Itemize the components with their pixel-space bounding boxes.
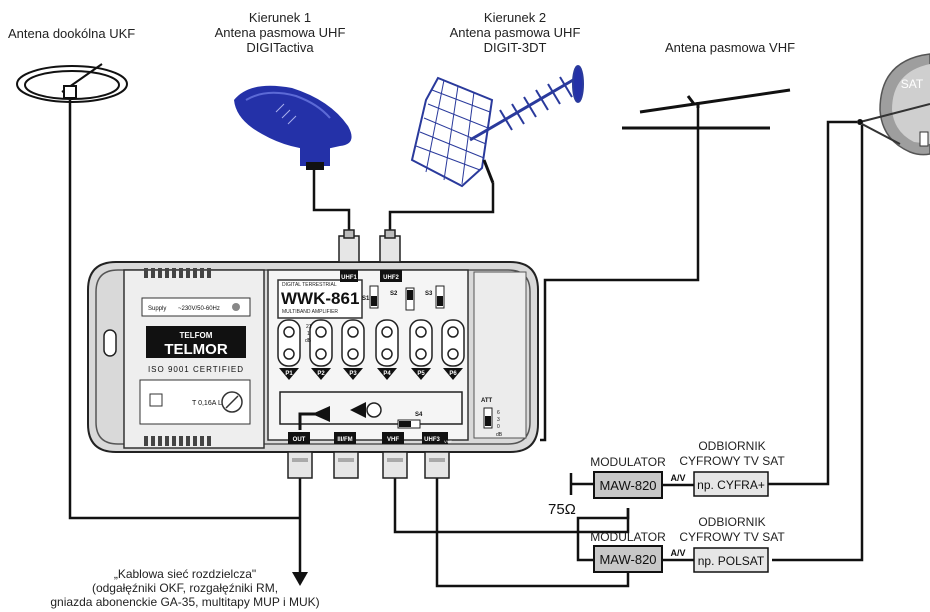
att-6: 6 [497, 410, 500, 416]
sat-label: SAT [901, 77, 924, 91]
connectors [287, 229, 450, 479]
receiver-1-title-2: CYFROWY TV SAT [679, 454, 785, 468]
amp-supply-value: ~230V/50-60Hz [178, 306, 220, 312]
switch-s3: S3 [425, 291, 433, 297]
att-0: 0 [497, 424, 500, 430]
cable-uhf2 [388, 183, 495, 236]
amp-subtitle: MULTIBAND AMPLIFIER [282, 309, 338, 315]
att-label: ATT [481, 398, 493, 404]
switch-s2: S2 [390, 291, 398, 297]
gain-mark-unit: dB [305, 338, 312, 344]
uhf1-antenna-icon [234, 85, 352, 170]
cable-network-line-1: „Kablowa sieć rozdzielcza" [114, 567, 256, 581]
amp-model: WWK-861 [281, 289, 359, 308]
pot-p3: P3 [349, 371, 357, 377]
output-uhf3: UHF3 [424, 437, 440, 443]
modulator-2 [593, 545, 663, 573]
amp-brand-small: TELFOM [180, 331, 213, 340]
cable-vhf-out [393, 478, 630, 534]
modulator-1-av: A/V [670, 473, 685, 483]
cable-vhf [540, 102, 700, 442]
vhf-antenna-label: Antena pasmowa VHF [665, 40, 795, 55]
cable-mod-chain [576, 508, 630, 562]
cable-network-line-3: gniazda abonenckie GA-35, multitapy MUP … [50, 595, 319, 609]
cable-uhf1 [312, 168, 351, 236]
amp-top-caption: DIGITAL TERRESTRIAL [282, 282, 337, 288]
pot-p6: P6 [449, 371, 457, 377]
amp-supply: Supply [148, 306, 166, 312]
cables [68, 100, 864, 588]
gain-mark-mid: 1 [307, 331, 310, 337]
modulator-2-label: MODULATOR [590, 530, 666, 544]
down-arrow-icon [292, 572, 308, 586]
pot-row [277, 319, 465, 367]
output-vhf: VHF [387, 437, 399, 443]
pot-p1: P1 [285, 371, 293, 377]
receiver-1-title-1: ODBIORNIK [698, 439, 765, 453]
input-label-uhf2: UHF2 [383, 275, 399, 281]
connector-vhf [382, 451, 408, 479]
uhf1-antenna-label-2: Antena pasmowa UHF [215, 25, 346, 40]
receiver-1-name: np. CYFRA+ [697, 478, 765, 492]
ukf-antenna-icon [16, 63, 128, 103]
output-iiifm: III/FM [337, 437, 352, 443]
uhf2-antenna-label-2: Antena pasmowa UHF [450, 25, 581, 40]
att-unit: dB [496, 432, 503, 438]
att-3: 3 [497, 417, 500, 423]
receiver-2-name: np. POLSAT [698, 554, 765, 568]
amplifier-housing [87, 261, 539, 453]
modulator-2-model: MAW-820 [599, 552, 656, 567]
modulator-1-label: MODULATOR [590, 455, 666, 469]
receiver-2-title-1: ODBIORNIK [698, 515, 765, 529]
uhf1-antenna-label-3: DIGITactiva [246, 40, 314, 55]
switch-s4: S4 [415, 412, 423, 418]
uhf2-antenna-icon [410, 65, 584, 188]
connector-iiifm [333, 451, 359, 479]
connector-uhf1 [338, 235, 360, 263]
pot-p2: P2 [317, 371, 325, 377]
gain-mark-top: 21 [306, 324, 312, 330]
vhf-antenna-icon [622, 88, 791, 130]
receiver-2 [693, 547, 769, 573]
connector-uhf3 [424, 451, 450, 479]
switch-s1: S1 [362, 296, 370, 302]
cable-sat-1 [768, 120, 857, 486]
cable-sat-2 [772, 125, 864, 562]
connector-uhf2 [379, 235, 401, 263]
modulator-2-av: A/V [670, 548, 685, 558]
amp-fuse: T 0,16A L [192, 400, 222, 407]
cable-uhf3-out [435, 478, 630, 588]
output-uhf3-sub: VHF [444, 439, 453, 444]
terminator-label: 75Ω [548, 501, 576, 518]
amp-cert: ISO 9001 CERTIFIED [148, 365, 244, 374]
cable-ukf [68, 100, 300, 520]
connector-out [287, 451, 313, 479]
amp-brand: TELMOR [164, 341, 227, 358]
receiver-2-title-2: CYFROWY TV SAT [679, 530, 785, 544]
uhf2-antenna-label-3: DIGIT-3DT [484, 40, 547, 55]
pot-p5: P5 [417, 371, 425, 377]
modulator-1-model: MAW-820 [599, 478, 656, 493]
ukf-antenna-label: Antena dookólna UKF [8, 26, 135, 41]
uhf1-antenna-label-1: Kierunek 1 [249, 10, 311, 25]
sat-dish-icon [857, 53, 930, 156]
input-label-uhf1: UHF1 [341, 275, 357, 281]
uhf2-antenna-label-1: Kierunek 2 [484, 10, 546, 25]
cable-network-line-2: (odgałęźniki OKF, rozgałęźniki RM, [92, 581, 278, 595]
pot-p4: P4 [383, 371, 391, 377]
output-out: OUT [293, 437, 306, 443]
